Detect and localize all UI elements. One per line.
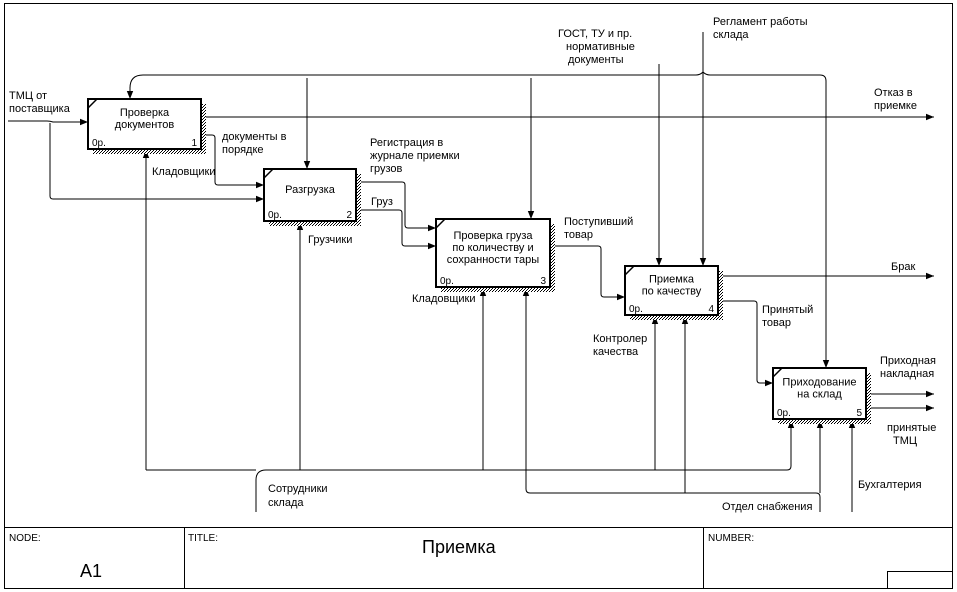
title-value: Приемка (422, 537, 497, 557)
box-title-line: на склад (797, 389, 842, 401)
box-corner-mark (435, 218, 446, 229)
box-title-line: Проверка (120, 107, 170, 119)
node-value: A1 (80, 561, 102, 581)
box-title-line: по количеству и (452, 242, 533, 254)
box-title-line: Разгрузка (285, 184, 336, 196)
box-title-line: сохранности тары (447, 254, 540, 266)
label-otdel: Отдел снабжения (722, 501, 812, 513)
arrows (8, 32, 934, 512)
box-frame (263, 168, 357, 222)
label-kladovshiki-2: Кладовщики (412, 293, 475, 305)
box-corner-mark (263, 168, 274, 179)
box-title-line: Приемка (649, 274, 695, 286)
box-frame (87, 98, 202, 150)
arrow-postupivshiy (550, 245, 625, 301)
box-frame (772, 367, 867, 420)
arrow-prinyatyi (718, 300, 773, 387)
arrow-tmc-in (8, 118, 88, 126)
box-frame (435, 218, 551, 288)
arrow-gruz (356, 209, 436, 250)
box-corner-mark (772, 367, 783, 378)
arrow-registration (356, 181, 436, 232)
box-number: 4 (708, 304, 714, 315)
box-number: 2 (346, 210, 352, 221)
number-label: NUMBER: (708, 533, 754, 544)
label-buhgalteriya: Бухгалтерия (858, 479, 922, 491)
box-frame (624, 265, 719, 316)
box-number: 3 (540, 276, 546, 287)
box-corner-mark (624, 265, 635, 276)
number-subbox (887, 571, 953, 589)
label-gruzchiki: Грузчики (308, 234, 352, 246)
boxes: Проверкадокументов0р.1Разгрузка0р.2Прове… (87, 98, 871, 424)
box-cost: 0р. (629, 304, 643, 315)
arrow-tmc-to-2 (49, 123, 264, 203)
box-title-line: документов (115, 119, 175, 131)
title-label: TITLE: (188, 533, 218, 544)
box-number: 5 (856, 408, 862, 419)
box-title-line: по качеству (642, 286, 702, 298)
arrow-otdel-bus (522, 288, 821, 512)
title-block: NODE: A1 TITLE: Приемка NUMBER: (4, 527, 953, 589)
node-label: NODE: (9, 533, 41, 544)
box-title-line: Приходование (782, 377, 856, 389)
box-corner-mark (87, 98, 98, 109)
arrow-docs-ok (201, 134, 264, 189)
label-brak: Брак (891, 261, 915, 273)
label-kladovshiki-1: Кладовщики (152, 166, 215, 178)
box-cost: 0р. (777, 408, 791, 419)
arrow-staff-bus (255, 420, 795, 512)
label-gruz: Груз (371, 196, 393, 208)
box-cost: 0р. (92, 138, 106, 149)
box-cost: 0р. (268, 210, 282, 221)
box-cost: 0р. (440, 276, 454, 287)
activity-box-2: Разгрузка 0р. 2 (263, 168, 361, 226)
box-number: 1 (191, 138, 197, 149)
diagram-border (4, 3, 953, 589)
box-title-line: Проверка груза (454, 230, 534, 242)
